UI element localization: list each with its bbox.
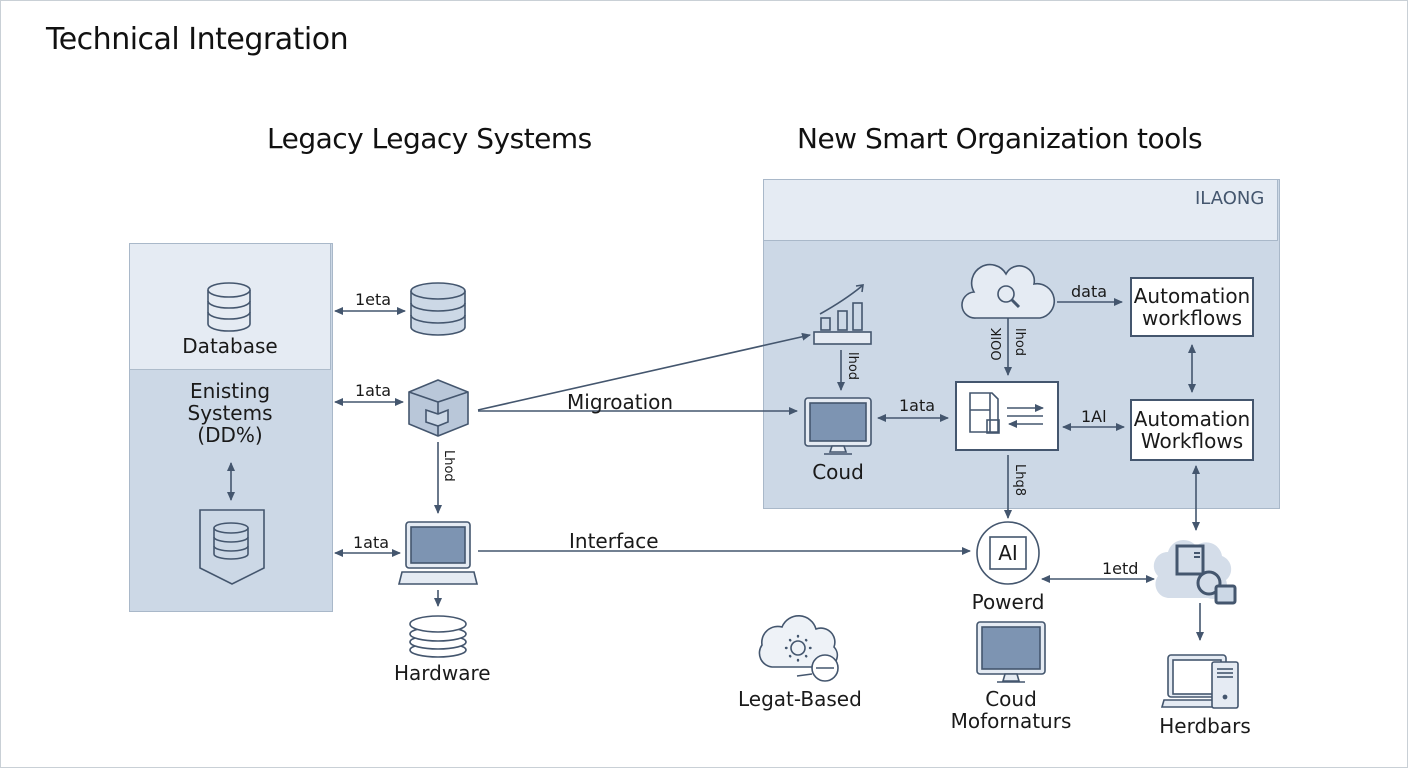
workflow-1-line2: workflows <box>1141 306 1242 330</box>
cube-to-laptop-label: Lhod <box>441 450 456 482</box>
workflow-2-line1: Automation <box>1133 407 1251 431</box>
workflow-2-line2: Workflows <box>1140 429 1244 453</box>
doc-to-ai-label: Lhq8 <box>1012 464 1027 497</box>
cloud-monitor-label: Coud <box>812 460 864 484</box>
existing-systems-line3: (DD%) <box>197 423 263 447</box>
laptop-icon <box>397 521 479 585</box>
cloud-to-doc-label-a: OOlK <box>990 328 1005 361</box>
laptop-tower-icon <box>1160 654 1239 709</box>
new-section-title: New Smart Organization tools <box>797 122 1203 155</box>
cube-link-label: 1ata <box>355 381 392 400</box>
document-icon <box>969 392 1044 434</box>
ai-powered-label: Powerd <box>971 590 1045 614</box>
chart-to-monitor-label: lhod <box>845 352 860 381</box>
cloud-mof-line1: Coud <box>985 687 1037 711</box>
panel-header-label: ILAONG <box>1195 188 1265 209</box>
cloud-device-icon <box>1153 539 1237 605</box>
growth-chart-icon <box>813 284 872 345</box>
migration-arrow-upper <box>477 332 811 411</box>
ai-cloud-label: 1etd <box>1102 559 1139 578</box>
cloud-workflow-label: data <box>1071 282 1108 301</box>
new-tools-header <box>763 179 1278 241</box>
ai-circle-icon <box>976 521 1040 585</box>
legacy-section-title: Legacy Legacy Systems <box>267 122 592 155</box>
cloud-gear-icon <box>758 615 839 682</box>
existing-systems-line1: Enisting <box>189 379 271 403</box>
page-title: Technical Integration <box>46 22 349 57</box>
db-link-label: 1eta <box>355 290 392 309</box>
cloud-mof-label: Coud Mofornaturs <box>946 688 1076 732</box>
database-icon-2 <box>410 282 466 336</box>
existing-systems-label: Enisting Systems (DD%) <box>129 380 331 446</box>
cube-icon <box>408 379 469 437</box>
hardware-stack-icon <box>409 615 467 658</box>
shield-database-icon <box>199 509 265 585</box>
cloud-to-doc-label-b: lhod <box>1012 328 1027 357</box>
interface-label: Interface <box>569 529 659 553</box>
monitor-icon <box>804 397 872 455</box>
hardware-label: Hardware <box>394 661 491 685</box>
doc-workflow-label: 1Al <box>1081 407 1107 426</box>
cloud-search-icon <box>961 263 1056 319</box>
legacy-based-label: Legat-Based <box>738 687 862 711</box>
monitor-doc-label: 1ata <box>899 396 936 415</box>
cloud-mof-line2: Mofornaturs <box>950 709 1072 733</box>
laptop-link-label: 1ata <box>353 533 390 552</box>
herdbars-label: Herdbars <box>1159 714 1251 738</box>
database-icon <box>207 282 251 332</box>
database-label: Database <box>182 334 278 358</box>
migration-label: Migroation <box>567 390 674 414</box>
workflow-1-line1: Automation <box>1133 284 1251 308</box>
existing-systems-line2: Systems <box>187 401 273 425</box>
ai-badge[interactable]: AI <box>998 541 1018 565</box>
desktop-monitor-icon <box>976 621 1046 683</box>
